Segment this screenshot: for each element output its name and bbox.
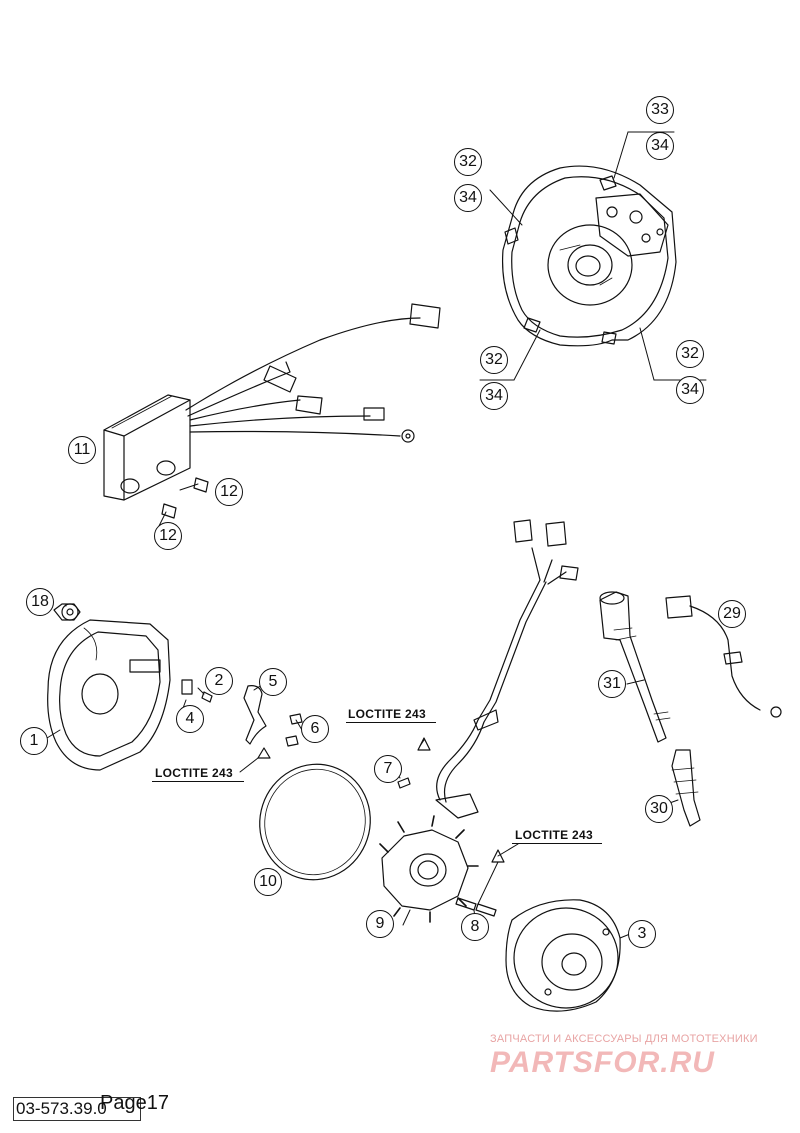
- callout-9: 9: [366, 910, 394, 938]
- loctite-note: LOCTITE 243: [155, 766, 233, 780]
- cdi-unit-drawing: [103, 303, 441, 519]
- callout-29: 29: [718, 600, 746, 628]
- callout-2: 2: [205, 667, 233, 695]
- page-label: Page17: [100, 1092, 169, 1114]
- ignition-cover-drawing: [501, 165, 677, 347]
- o-ring-drawing: [259, 763, 371, 881]
- callout-12: 12: [154, 522, 182, 550]
- callout-34: 34: [480, 382, 508, 410]
- callout-33: 33: [646, 96, 674, 124]
- callout-5: 5: [259, 668, 287, 696]
- callout-32: 32: [454, 148, 482, 176]
- loctite-note: LOCTITE 243: [515, 828, 593, 842]
- callout-11: 11: [68, 436, 96, 464]
- loctite-note: LOCTITE 243: [348, 707, 426, 721]
- callout-30: 30: [645, 795, 673, 823]
- watermark-brand: PARTSFOR.RU: [490, 1046, 715, 1079]
- callout-31: 31: [598, 670, 626, 698]
- callout-3: 3: [628, 920, 656, 948]
- loctite-note-rule: [152, 781, 244, 782]
- loctite-note-rule: [512, 843, 602, 844]
- callout-12: 12: [215, 478, 243, 506]
- loctite-note-rule: [346, 722, 436, 723]
- callout-32: 32: [676, 340, 704, 368]
- callout-1: 1: [20, 727, 48, 755]
- callout-4: 4: [176, 705, 204, 733]
- document-number: 03-573.39.0: [13, 1097, 141, 1121]
- ignition-coil-drawing: [599, 591, 782, 827]
- nut-drawing: [53, 603, 81, 621]
- callout-34: 34: [646, 132, 674, 160]
- leader-lines: [46, 131, 733, 939]
- callout-8: 8: [461, 913, 489, 941]
- callout-7: 7: [374, 755, 402, 783]
- callout-18: 18: [26, 588, 54, 616]
- stator-drawing: [379, 519, 579, 923]
- watermark-subtitle: ЗАПЧАСТИ И АКСЕССУАРЫ ДЛЯ МОТОТЕХНИКИ: [490, 1033, 758, 1045]
- callout-32: 32: [480, 346, 508, 374]
- flywheel-drawing: [505, 899, 621, 1012]
- callout-34: 34: [676, 376, 704, 404]
- generator-cover-drawing: [47, 603, 171, 771]
- callout-6: 6: [301, 715, 329, 743]
- callout-34: 34: [454, 184, 482, 212]
- callout-10: 10: [254, 868, 282, 896]
